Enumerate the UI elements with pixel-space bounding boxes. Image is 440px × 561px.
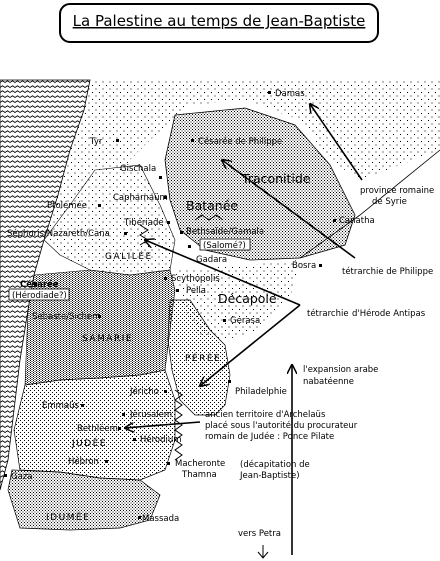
arrow-archelaus: [125, 421, 201, 428]
place-salome: (Salomé?): [203, 240, 246, 251]
place-sephoris: Séphoris/Nazareth/Cana: [7, 228, 110, 239]
arrow-antipas-peree: [200, 304, 301, 386]
place-jericho: Jéricho: [129, 386, 159, 397]
place-ptolemee: Ptolémée: [47, 200, 87, 211]
note-decap-2: Jean-Baptiste): [239, 471, 300, 481]
place-tiberiade: Tibériade: [123, 217, 164, 228]
place-cesaree: Césarée: [20, 279, 59, 290]
place-scythopolis: Scythopolis: [171, 274, 220, 284]
note-antipas-1: tétrarchie: [307, 308, 349, 319]
note-syrie-2: de Syrie: [372, 197, 407, 207]
place-gischala: Gischala: [120, 164, 156, 174]
place-capharnaum: Capharnaüm: [113, 193, 168, 203]
place-tyr: Tyr: [89, 137, 103, 147]
syria-border: [299, 149, 440, 259]
idumee-area: [7, 469, 161, 531]
salome-box: (Salomé?): [199, 238, 251, 251]
place-jerusalem: Jérusalem: [129, 409, 172, 420]
region-peree: PÉRÉE: [185, 352, 221, 364]
syria-area: [44, 80, 440, 240]
note-philippe: tétrarchie de Philippe: [342, 266, 433, 277]
dead-sea-zigzag: [174, 389, 183, 461]
note-arabe-2: nabatéenne: [303, 376, 354, 387]
note-archelaus-3: romain de Judée : Ponce Pilate: [205, 431, 334, 442]
region-galilee: GALILÉE: [105, 250, 153, 262]
region-decapole: Décapole: [218, 291, 277, 306]
place-herodiade: (Hérodiade?): [12, 290, 67, 301]
place-gaza: Gaza: [11, 472, 32, 482]
region-traconitide: Traconitide: [241, 171, 311, 186]
place-herodium: Hérodium: [140, 434, 182, 445]
place-sebaste: Sebaste/Sichem: [32, 312, 100, 322]
place-macheronte: Macheronte: [175, 459, 225, 469]
place-bosra: Bosra: [292, 261, 316, 271]
herodiade-box: (Hérodiade?): [8, 288, 70, 301]
city-dots: [4, 91, 336, 519]
note-arabe-1: l'expansion arabe: [303, 365, 378, 375]
map-title: La Palestine au temps de Jean-Baptiste: [73, 12, 366, 30]
place-vers-petra: vers Petra: [238, 529, 281, 539]
place-canatha: Canatha: [339, 216, 375, 226]
place-bethsaide: Bethsaïde/Gamala: [186, 227, 264, 237]
region-batanee: Batanée: [186, 198, 238, 213]
place-massada: Massada: [142, 514, 179, 524]
place-philadelphie: Philadelphie: [235, 387, 287, 397]
place-bethleem: Bethléem: [77, 423, 118, 434]
region-judee: JUDÉE: [71, 437, 107, 449]
note-antipas-2: d'Hérode Antipas: [352, 308, 426, 319]
note-decap-1: (décapitation de: [240, 459, 310, 470]
place-emmaus: Emmaüs: [42, 401, 80, 411]
decapole-area: [175, 260, 300, 340]
arrow-philippe: [222, 160, 356, 259]
place-damas: Damas: [275, 89, 305, 99]
place-hebron: Hébron: [68, 456, 99, 467]
region-idumee: IDUMÉE: [46, 511, 90, 523]
note-archelaus-1: ancien territoire d'Archelaüs: [205, 410, 326, 420]
note-archelaus-2: placé sous l'autorité du procurateur: [205, 420, 358, 431]
batanee-zigzag: [194, 214, 224, 221]
title-box: La Palestine au temps de Jean-Baptiste: [59, 3, 379, 43]
place-gadara: Gadara: [196, 255, 227, 265]
note-syrie-1: province romaine: [360, 186, 434, 196]
place-gerasa: Gerasa: [230, 316, 260, 326]
place-pella: Pella: [186, 286, 206, 296]
arrow-petra: [257, 545, 269, 559]
arrow-syrie: [310, 104, 363, 181]
arrow-antipas-galilee: [145, 240, 301, 306]
region-samarie: SAMARIE: [82, 334, 133, 344]
place-cesaree-philippe: Césarée de Philippe: [198, 136, 282, 147]
peree-area: [167, 299, 231, 416]
place-thamna: Thamna: [181, 470, 217, 480]
